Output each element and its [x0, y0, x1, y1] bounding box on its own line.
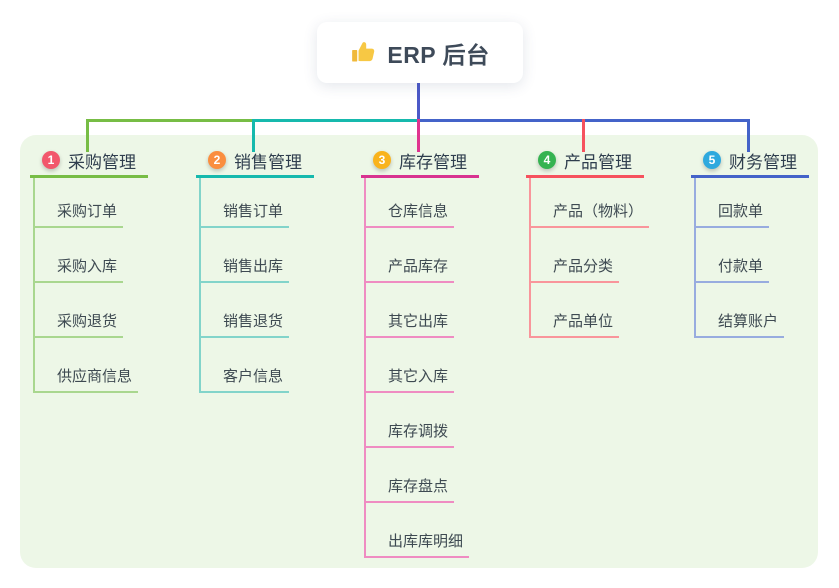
node-item[interactable]: 产品单位 — [531, 283, 644, 338]
node-item[interactable]: 结算账户 — [696, 283, 809, 338]
branch-number-badge: 2 — [208, 151, 226, 169]
branch-4: 4 产品管理产品（物料） 产品分类产品单位 — [526, 145, 650, 338]
connector-segment — [253, 119, 419, 122]
node-item-label: 结算账户 — [696, 310, 785, 338]
node-item-label: 客户信息 — [201, 365, 290, 393]
node-item-label: 付款单 — [696, 255, 770, 283]
root-node[interactable]: ERP 后台 — [317, 22, 523, 83]
node-item[interactable]: 其它入库 — [366, 338, 479, 393]
thumbs-up-icon — [350, 39, 377, 66]
branch-items: 仓库信息产品库存其它出库其它入库库存调拨库存盘点出库库明细 — [364, 178, 479, 558]
node-item[interactable]: 产品分类 — [531, 228, 644, 283]
node-item[interactable]: 采购订单 — [35, 178, 148, 228]
node-item[interactable]: 库存盘点 — [366, 448, 479, 503]
node-item-label: 其它入库 — [366, 365, 455, 393]
node-item[interactable]: 产品库存 — [366, 228, 479, 283]
node-item[interactable]: 采购退货 — [35, 283, 148, 338]
node-item-label: 其它出库 — [366, 310, 455, 338]
branch-title-label: 销售管理 — [234, 152, 302, 172]
branch-number-badge: 5 — [703, 151, 721, 169]
node-item-label: 库存盘点 — [366, 475, 455, 503]
branch-items: 采购订单采购入库采购退货供应商信息 — [33, 178, 148, 393]
node-item[interactable]: 仓库信息 — [366, 178, 479, 228]
branch-items: 产品（物料） 产品分类产品单位 — [529, 178, 650, 338]
branch-title-label: 库存管理 — [399, 152, 467, 172]
node-item[interactable]: 销售出库 — [201, 228, 314, 283]
node-item[interactable]: 客户信息 — [201, 338, 314, 393]
node-item[interactable]: 其它出库 — [366, 283, 479, 338]
connector-drop — [417, 119, 420, 152]
connector-drop — [582, 119, 585, 152]
branch-title-label: 采购管理 — [68, 152, 136, 172]
node-item-label: 销售出库 — [201, 255, 290, 283]
node-item[interactable]: 回款单 — [696, 178, 809, 228]
connector-drop — [86, 119, 89, 152]
node-item-label: 回款单 — [696, 200, 770, 228]
node-item[interactable]: 产品（物料） — [531, 178, 650, 228]
node-item[interactable]: 付款单 — [696, 228, 809, 283]
node-item-label: 产品单位 — [531, 310, 620, 338]
node-item-label: 产品分类 — [531, 255, 620, 283]
branch-title-label: 产品管理 — [564, 152, 632, 172]
node-item-label: 供应商信息 — [35, 365, 139, 393]
node-item-label: 库存调拨 — [366, 420, 455, 448]
branch-2: 2 销售管理销售订单销售出库销售退货客户信息 — [196, 145, 314, 393]
branch-items: 回款单付款单结算账户 — [694, 178, 809, 338]
connector-segment — [86, 119, 253, 122]
connector-drop — [747, 119, 750, 152]
node-item-label: 采购订单 — [35, 200, 124, 228]
node-item[interactable]: 供应商信息 — [35, 338, 148, 393]
node-item[interactable]: 销售订单 — [201, 178, 314, 228]
branch-1: 1 采购管理采购订单采购入库采购退货供应商信息 — [30, 145, 148, 393]
branch-number-badge: 3 — [373, 151, 391, 169]
root-node-label: ERP 后台 — [387, 41, 490, 68]
node-item[interactable]: 库存调拨 — [366, 393, 479, 448]
connector-drop — [252, 119, 255, 152]
node-item-label: 仓库信息 — [366, 200, 455, 228]
branch-title[interactable]: 2 销售管理 — [196, 145, 314, 178]
node-item-label: 产品库存 — [366, 255, 455, 283]
root-stem-line — [417, 83, 420, 121]
branch-number-badge: 1 — [42, 151, 60, 169]
node-item-label: 出库库明细 — [366, 530, 470, 558]
branch-title[interactable]: 4 产品管理 — [526, 145, 644, 178]
node-item[interactable]: 出库库明细 — [366, 503, 479, 558]
branch-title-label: 财务管理 — [729, 152, 797, 172]
branch-number-badge: 4 — [538, 151, 556, 169]
node-item-label: 产品（物料） — [531, 200, 650, 228]
node-item[interactable]: 采购入库 — [35, 228, 148, 283]
branch-3: 3 库存管理仓库信息产品库存其它出库其它入库库存调拨库存盘点出库库明细 — [361, 145, 479, 558]
branch-title[interactable]: 5 财务管理 — [691, 145, 809, 178]
branch-title[interactable]: 3 库存管理 — [361, 145, 479, 178]
node-item-label: 销售退货 — [201, 310, 290, 338]
branch-5: 5 财务管理回款单付款单结算账户 — [691, 145, 809, 338]
node-item[interactable]: 销售退货 — [201, 283, 314, 338]
branch-title[interactable]: 1 采购管理 — [30, 145, 148, 178]
node-item-label: 采购退货 — [35, 310, 124, 338]
node-item-label: 销售订单 — [201, 200, 290, 228]
node-item-label: 采购入库 — [35, 255, 124, 283]
branches-panel-background — [20, 135, 818, 568]
branch-items: 销售订单销售出库销售退货客户信息 — [199, 178, 314, 393]
